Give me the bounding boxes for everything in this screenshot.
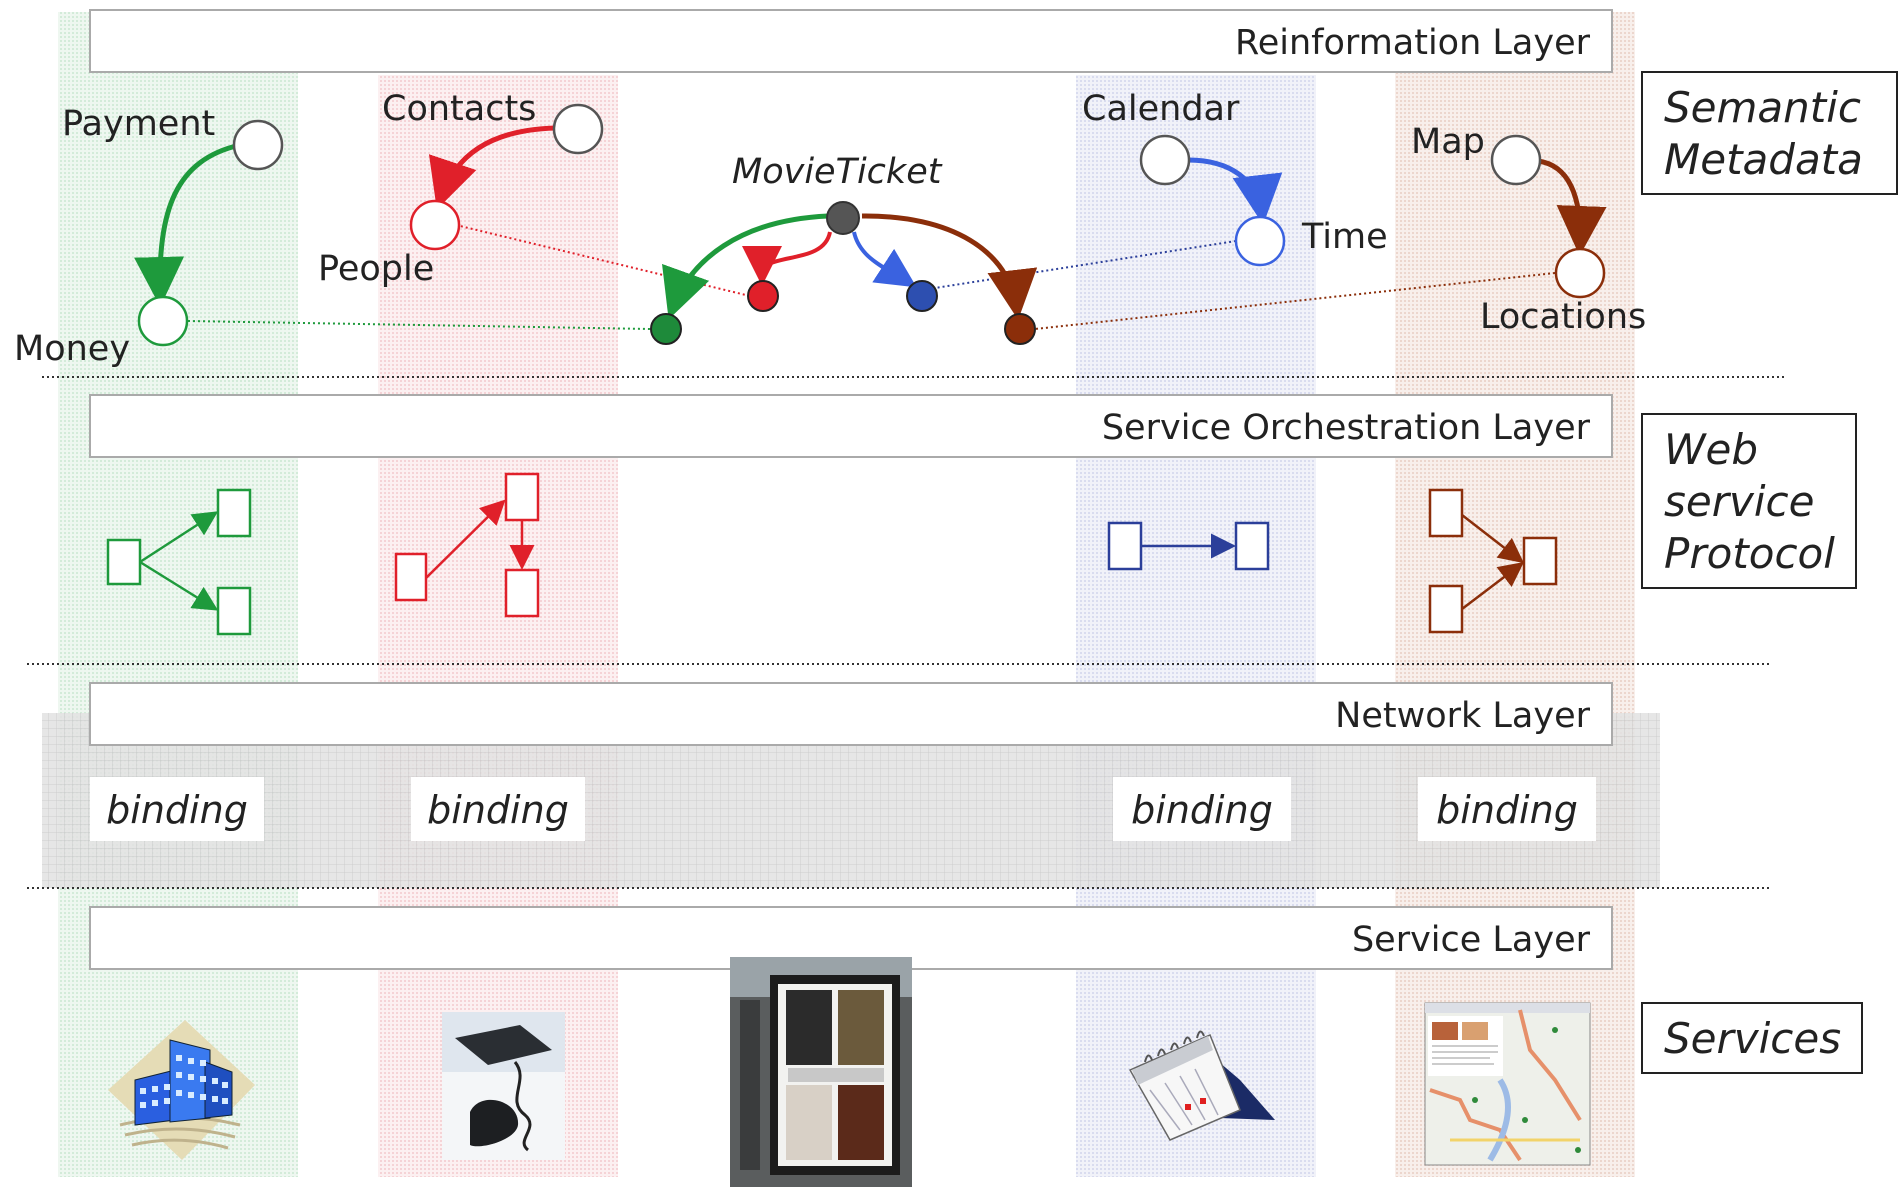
binding-label-contacts: binding xyxy=(427,788,569,832)
binding-label-calendar: binding xyxy=(1131,788,1273,832)
movie-poster-kiosk-icon xyxy=(730,957,912,1187)
time-label: Time xyxy=(1301,217,1388,257)
locations-label: Locations xyxy=(1480,297,1646,337)
workflow-calendar xyxy=(1107,521,1270,571)
people-label: People xyxy=(318,249,434,289)
orchestration-layer-bar: Service Orchestration Layer xyxy=(89,394,1613,458)
calendar-label: Calendar xyxy=(1082,89,1240,129)
orchestration-layer-label: Service Orchestration Layer xyxy=(1102,408,1591,448)
building-icon xyxy=(108,1020,255,1160)
payment-label: Payment xyxy=(62,104,215,144)
web-label-line3: Protocol xyxy=(1664,529,1835,578)
binding-box-contacts: binding xyxy=(411,777,585,841)
node-movie-locations xyxy=(1004,313,1036,345)
map-label: Map xyxy=(1411,122,1485,162)
edge-movie-time xyxy=(852,231,917,288)
column-band-contacts xyxy=(378,75,618,1177)
network-layer-bar: Network Layer xyxy=(89,682,1613,746)
connector-locations xyxy=(1034,272,1556,330)
workflow-map xyxy=(1428,488,1558,634)
web-service-protocol-box: Web service Protocol xyxy=(1641,413,1857,589)
node-contacts xyxy=(552,103,604,155)
edge-contacts-people xyxy=(428,125,556,210)
edge-movie-money xyxy=(662,213,829,320)
binding-label-money: binding xyxy=(106,788,248,832)
semantic-metadata-box: Semantic Metadata xyxy=(1641,71,1898,195)
node-movie-money xyxy=(650,313,682,345)
node-locations xyxy=(1554,247,1606,299)
web-label-line2: service xyxy=(1664,477,1814,526)
node-map xyxy=(1490,134,1542,186)
edge-map-locations xyxy=(1537,158,1607,256)
workflow-money xyxy=(106,488,252,636)
services-label: Services xyxy=(1664,1014,1841,1063)
semantic-label-line2: Metadata xyxy=(1664,135,1863,184)
node-movie-time xyxy=(906,280,938,312)
reinformation-layer-bar: Reinformation Layer xyxy=(89,9,1613,73)
reinformation-layer-label: Reinformation Layer xyxy=(1235,23,1591,63)
money-label: Money xyxy=(14,329,130,369)
desk-calendar-icon xyxy=(1128,1030,1275,1141)
edge-payment-money xyxy=(134,142,241,307)
node-money xyxy=(137,295,189,347)
web-label-line1: Web xyxy=(1664,425,1758,474)
semantic-label-line1: Semantic xyxy=(1664,83,1861,132)
node-people xyxy=(409,199,461,251)
node-payment xyxy=(232,119,284,171)
binding-box-money: binding xyxy=(90,777,264,841)
contacts-label: Contacts xyxy=(382,89,536,129)
services-box: Services xyxy=(1641,1002,1863,1074)
node-movie-people xyxy=(747,280,779,312)
binding-box-map: binding xyxy=(1418,777,1596,841)
edge-calendar-time xyxy=(1187,157,1283,225)
workflow-contacts xyxy=(394,472,540,618)
map-screenshot-icon xyxy=(1424,1002,1591,1166)
column-band-money xyxy=(58,12,298,1177)
binding-label-map: binding xyxy=(1436,788,1578,832)
connector-money xyxy=(187,320,651,330)
service-layer-label: Service Layer xyxy=(1352,920,1591,960)
node-time xyxy=(1234,215,1286,267)
edge-movie-locations xyxy=(861,213,1038,320)
node-movie-ticket xyxy=(826,201,860,235)
connector-time xyxy=(934,240,1237,289)
node-calendar xyxy=(1139,134,1191,186)
telephone-icon xyxy=(442,1012,565,1160)
binding-box-calendar: binding xyxy=(1113,777,1291,841)
movie-ticket-label: MovieTicket xyxy=(732,152,943,192)
connector-people xyxy=(455,224,751,297)
edge-movie-people xyxy=(741,231,832,286)
network-layer-label: Network Layer xyxy=(1335,696,1590,736)
